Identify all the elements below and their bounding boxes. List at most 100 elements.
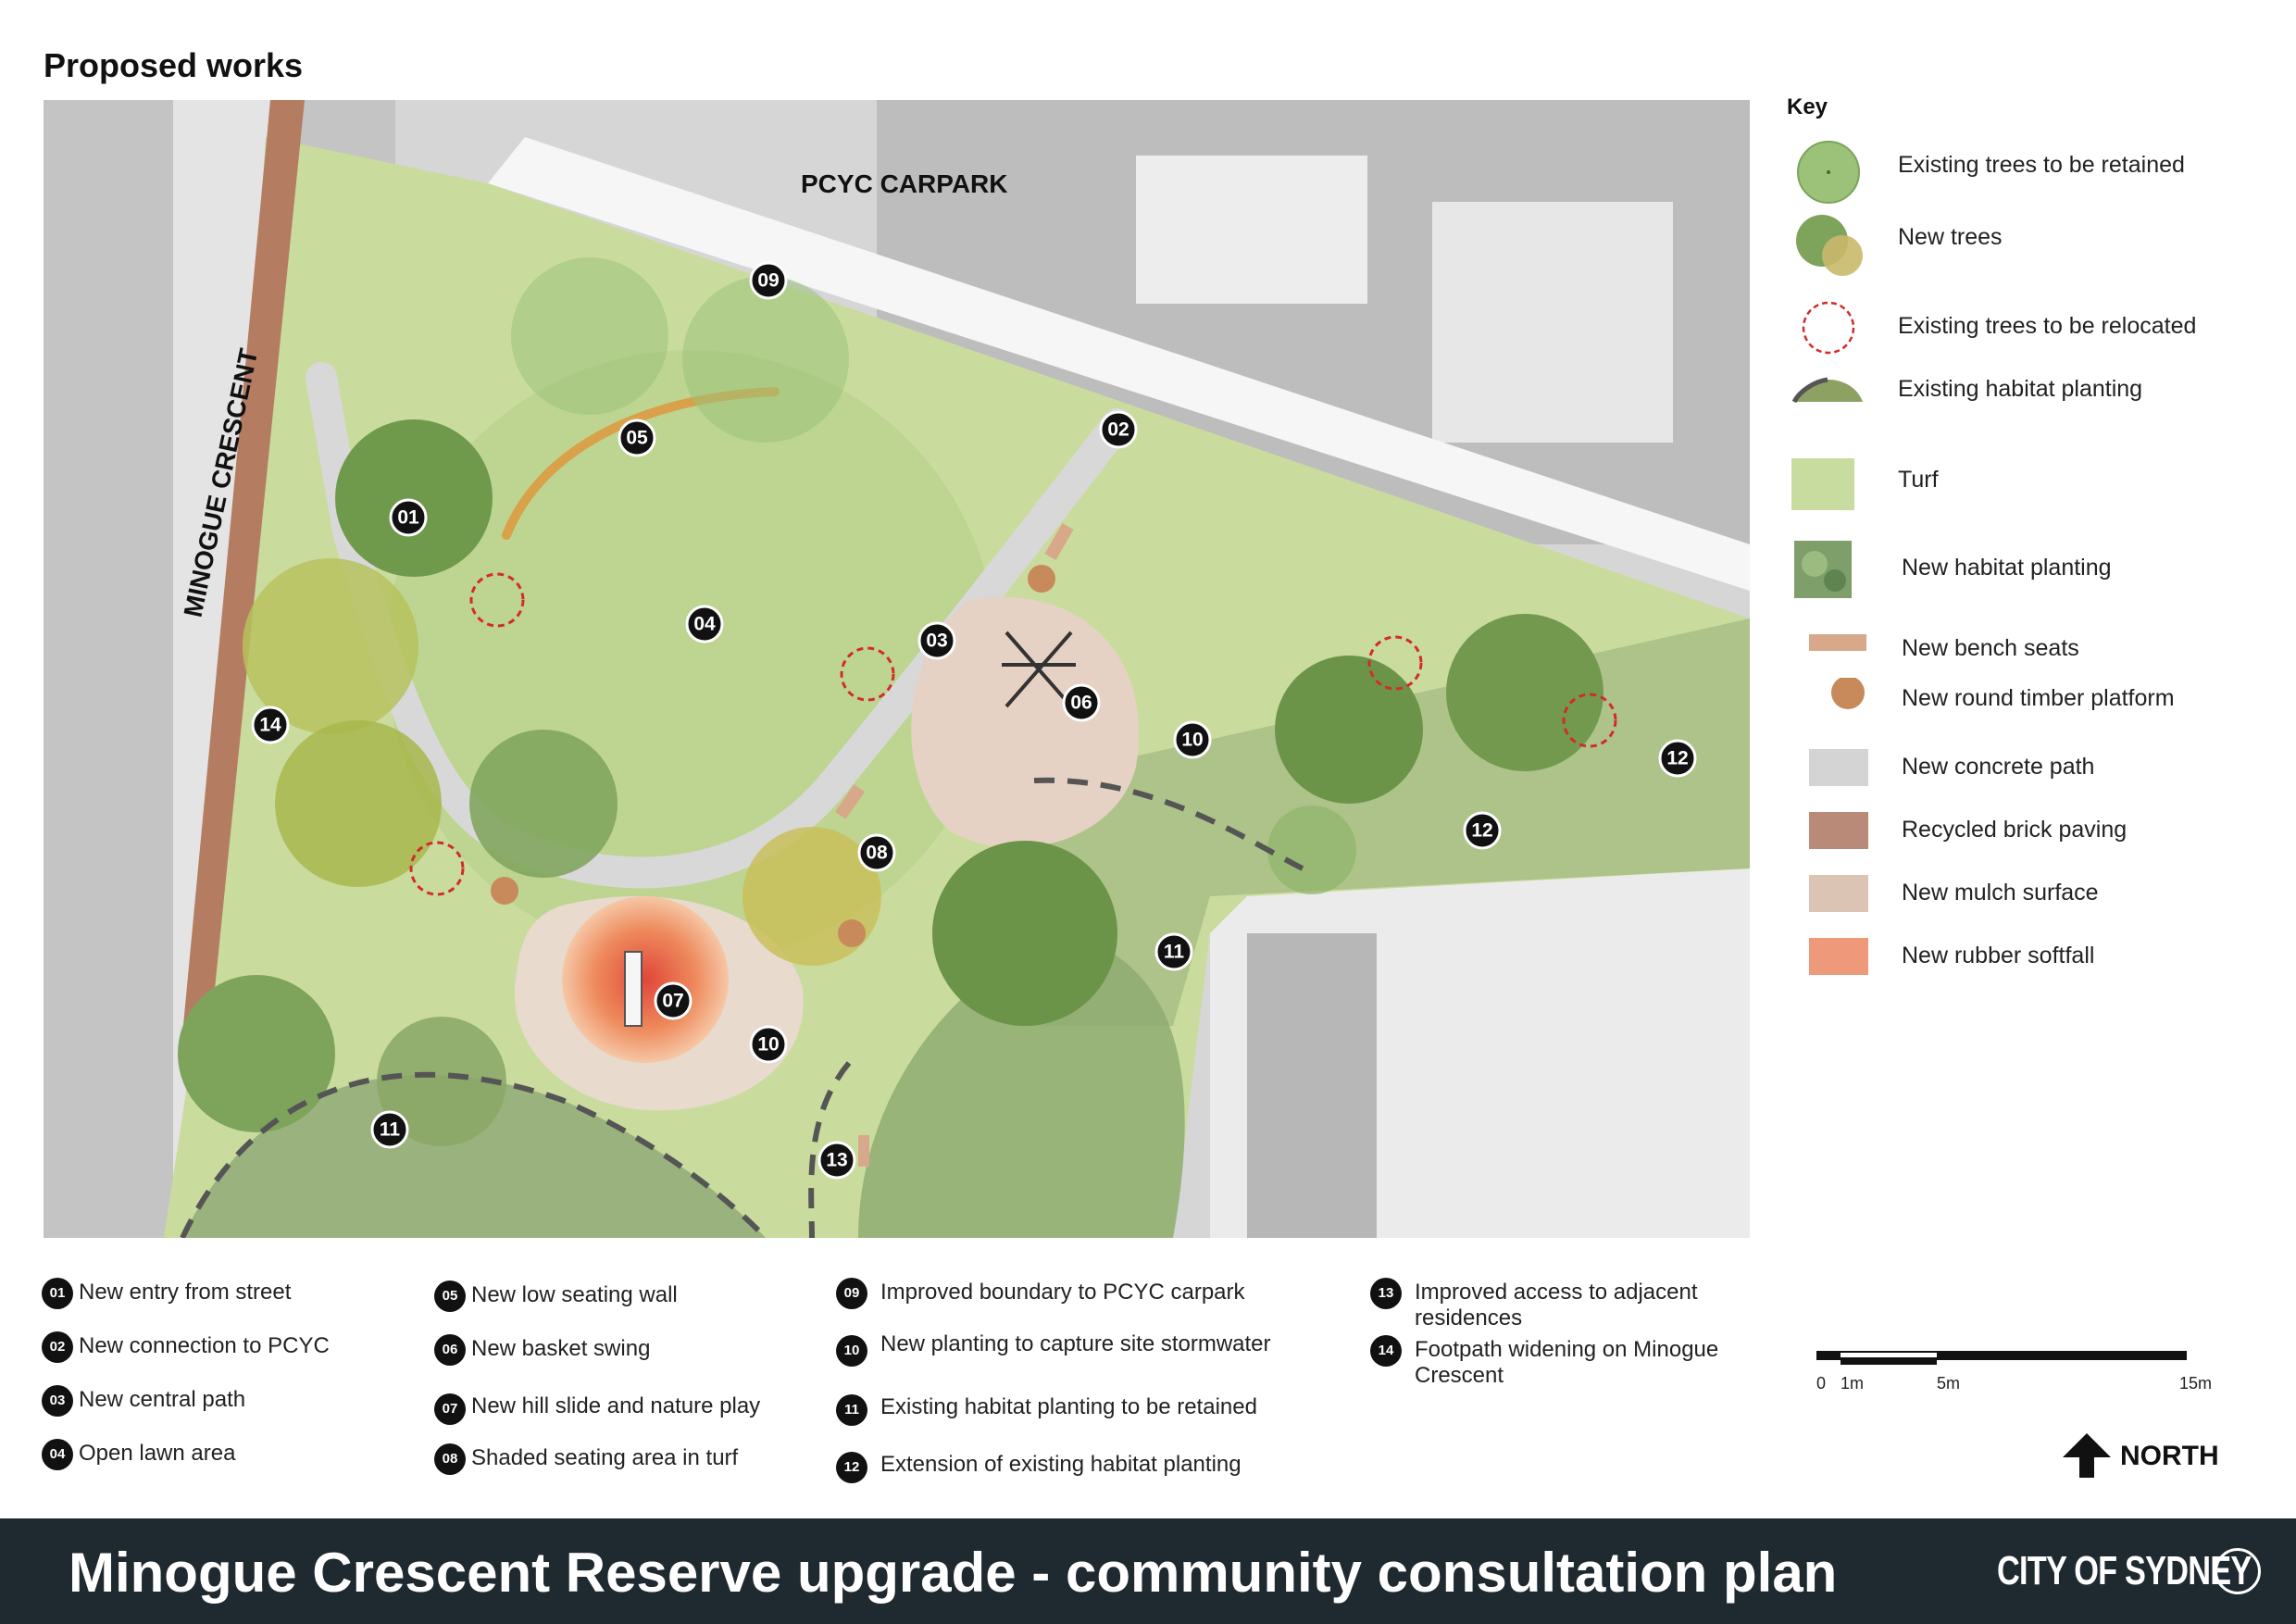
key-item-mulch: New mulch surface bbox=[1787, 870, 2268, 926]
scale-bar: 0 1m 5m 15m bbox=[1816, 1348, 2212, 1404]
north-label: NORTH bbox=[2120, 1441, 2219, 1471]
legend-text: Improved boundary to PCYC carpark bbox=[880, 1280, 1245, 1305]
new-habitat-swatch bbox=[1794, 541, 1852, 598]
legend-text: New basket swing bbox=[471, 1336, 651, 1361]
building-roof-2 bbox=[1136, 156, 1367, 304]
key-item-existing-trees: Existing trees to be retained bbox=[1787, 139, 2268, 204]
legend-text: New central path bbox=[79, 1387, 246, 1412]
tree-to-relocate bbox=[409, 841, 465, 896]
svg-text:12: 12 bbox=[1471, 820, 1492, 842]
key-item-concrete-path: New concrete path bbox=[1787, 744, 2268, 800]
svg-text:07: 07 bbox=[662, 991, 683, 1012]
marker-01: 01 bbox=[389, 498, 428, 537]
new-tree bbox=[932, 841, 1117, 1026]
habitat-planting-south bbox=[858, 933, 1185, 1238]
round-timber-platform bbox=[838, 919, 866, 947]
legend-number: 04 bbox=[42, 1439, 73, 1470]
scale-label-5m: 5m bbox=[1937, 1374, 1961, 1393]
legend-number: 12 bbox=[836, 1452, 867, 1483]
legend-text: Footpath widening on Minogue Crescent bbox=[1415, 1337, 1719, 1388]
tree-to-relocate bbox=[1367, 635, 1423, 691]
legend-number: 10 bbox=[836, 1335, 867, 1367]
key-item-softfall: New rubber softfall bbox=[1787, 933, 2268, 989]
key-item-turf: Turf bbox=[1787, 454, 2268, 510]
legend-text: Existing habitat planting to be retained bbox=[880, 1394, 1257, 1419]
carpark-boundary-strip bbox=[488, 137, 1750, 591]
marker-03: 03 bbox=[917, 621, 956, 660]
key-item-new-habitat: New habitat planting bbox=[1787, 536, 2268, 598]
marker-06: 06 bbox=[1062, 683, 1101, 722]
brick-paving-footpath bbox=[182, 100, 305, 1035]
city-of-sydney-logo: CITY OF SYDNEY bbox=[1997, 1548, 2252, 1593]
pcyc-carpark-label: PCYC CARPARK bbox=[801, 169, 1008, 198]
svg-text:11: 11 bbox=[380, 1119, 401, 1141]
marker-08: 08 bbox=[857, 833, 896, 872]
marker-04: 04 bbox=[685, 605, 724, 643]
marker-12: 12 bbox=[1658, 739, 1697, 778]
svg-text:09: 09 bbox=[757, 270, 779, 292]
key-label: New bench seats bbox=[1902, 635, 2079, 661]
legend-text: Improved access to adjacent residences bbox=[1415, 1280, 1698, 1330]
bench-seat bbox=[858, 1135, 869, 1167]
marker-07: 07 bbox=[654, 981, 693, 1020]
brick-paving-swatch bbox=[1809, 812, 1868, 849]
key-item-brick-paving: Recycled brick paving bbox=[1787, 807, 2268, 863]
building-roof-1 bbox=[1432, 202, 1673, 443]
svg-text:11: 11 bbox=[1164, 942, 1185, 963]
key-label: Existing habitat planting bbox=[1898, 376, 2143, 402]
marker-14: 14 bbox=[251, 706, 290, 744]
new-tree bbox=[1446, 614, 1603, 771]
marker-11: 11 bbox=[370, 1110, 409, 1149]
north-arrow: NORTH bbox=[2059, 1430, 2244, 1481]
marker-05: 05 bbox=[618, 418, 656, 457]
key-label: New concrete path bbox=[1902, 754, 2095, 780]
basket-swing bbox=[1002, 631, 1076, 708]
key-label: Turf bbox=[1898, 467, 1939, 493]
new-tree bbox=[178, 975, 335, 1132]
svg-text:08: 08 bbox=[866, 843, 888, 864]
legend-text: Open lawn area bbox=[79, 1441, 236, 1466]
existing-tree-retained bbox=[1267, 806, 1356, 894]
map-key: Key Existing trees to be retained New tr… bbox=[1787, 94, 2268, 975]
legend-text: New planting to capture site stormwater bbox=[880, 1331, 1271, 1356]
svg-text:10: 10 bbox=[1181, 730, 1203, 751]
new-tree bbox=[1275, 656, 1423, 804]
legend-text: New connection to PCYC bbox=[79, 1333, 330, 1358]
tree-to-relocate bbox=[469, 572, 525, 628]
page-title: Proposed works bbox=[44, 46, 304, 84]
scale-label-1m: 1m bbox=[1841, 1374, 1865, 1393]
mulch-swatch bbox=[1809, 875, 1868, 912]
svg-text:10: 10 bbox=[757, 1034, 779, 1056]
residence-shadow bbox=[1247, 933, 1377, 1238]
turf-swatch bbox=[1791, 458, 1854, 510]
legend-text: New hill slide and nature play bbox=[471, 1393, 761, 1418]
site-plan-drawing: PCYC CARPARK MINOGUE CRESCENT 01 02 03 0… bbox=[44, 100, 1750, 1238]
legend-number: 06 bbox=[434, 1334, 466, 1366]
north-arrow-icon bbox=[2063, 1433, 2111, 1478]
mulch-swing-area bbox=[911, 596, 1140, 848]
legend-number: 03 bbox=[42, 1385, 73, 1417]
svg-text:12: 12 bbox=[1666, 748, 1688, 769]
bench-seat-swatch bbox=[1809, 634, 1866, 651]
legend-number: 11 bbox=[836, 1394, 867, 1426]
svg-text:01: 01 bbox=[397, 507, 419, 529]
bench-seat bbox=[834, 784, 866, 819]
marker-10: 10 bbox=[749, 1025, 788, 1064]
existing-tree-retained bbox=[511, 257, 668, 415]
new-tree bbox=[377, 1017, 506, 1146]
habitat-planting-southwest bbox=[182, 1074, 766, 1238]
existing-habitat-boundary bbox=[180, 1071, 768, 1238]
key-item-new-trees: New trees bbox=[1787, 211, 2268, 276]
existing-habitat-symbol bbox=[1791, 377, 1863, 404]
legend-text: Shaded seating area in turf bbox=[471, 1445, 739, 1470]
legend-text: New entry from street bbox=[79, 1280, 292, 1305]
marker-11: 11 bbox=[1154, 932, 1193, 971]
key-label: Recycled brick paving bbox=[1902, 817, 2128, 843]
svg-text:13: 13 bbox=[826, 1150, 847, 1171]
concrete-path-swatch bbox=[1809, 749, 1868, 786]
tree-to-relocate bbox=[1562, 693, 1617, 748]
scale-label-0: 0 bbox=[1816, 1374, 1827, 1393]
key-item-relocated-trees: Existing trees to be relocated bbox=[1787, 300, 2268, 356]
legend-number: 08 bbox=[434, 1443, 466, 1475]
city-crest-icon bbox=[2215, 1548, 2261, 1594]
